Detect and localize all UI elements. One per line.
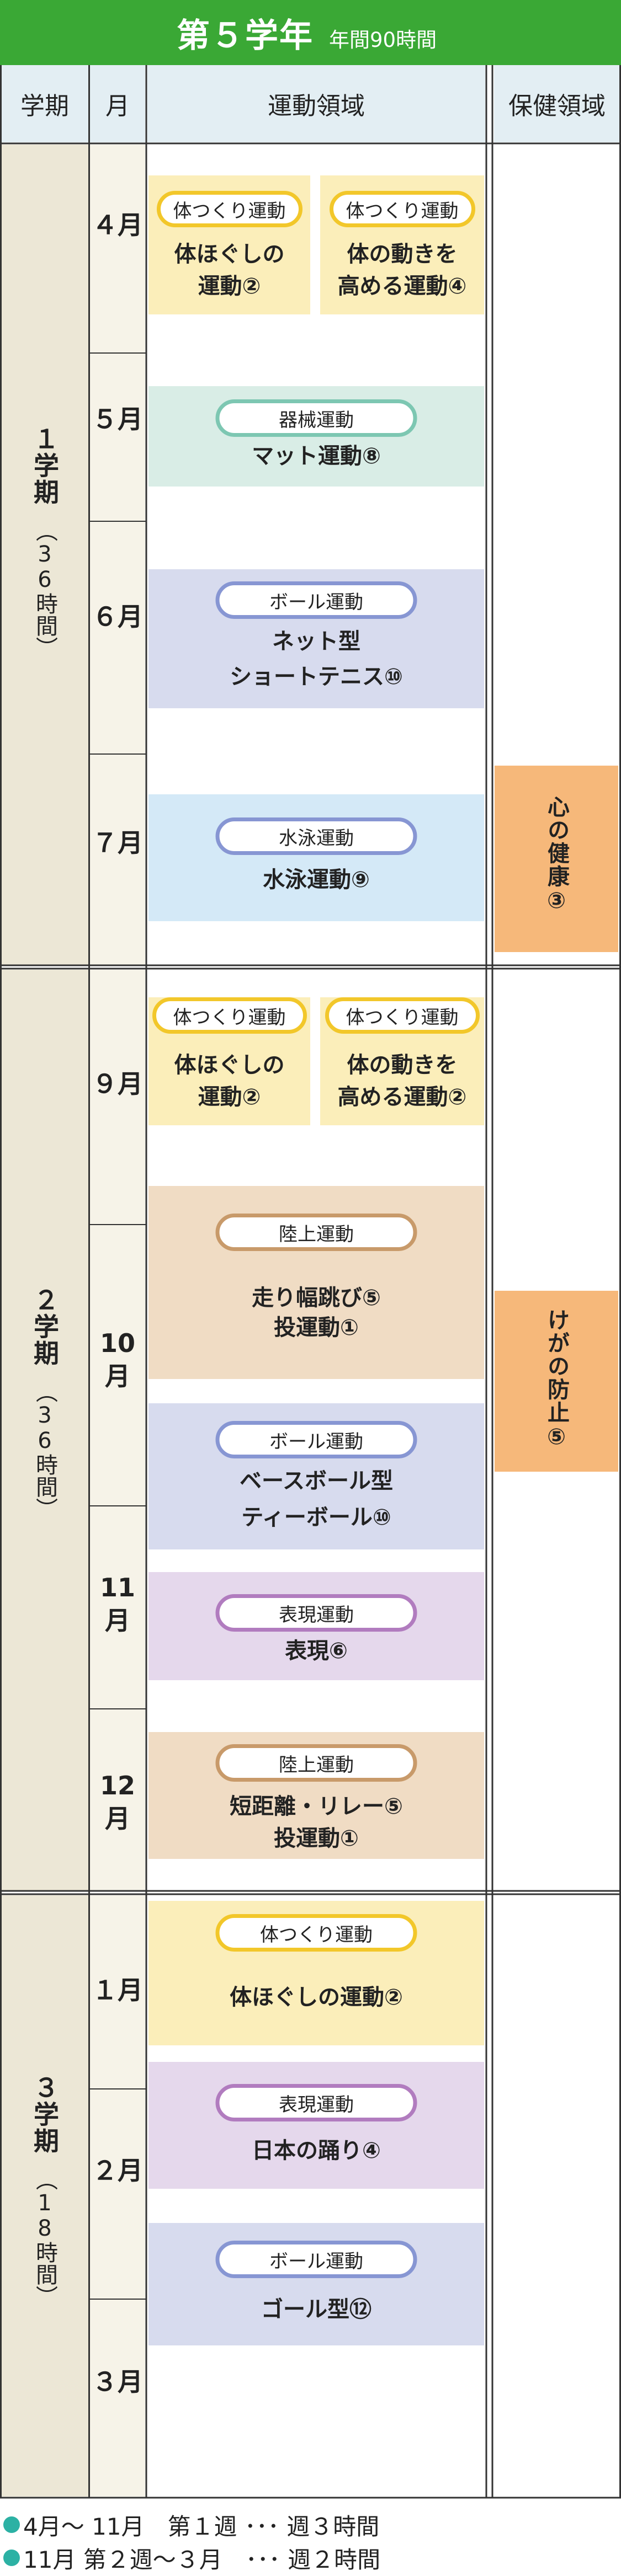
activity-card: 体つくり運動 体ほぐしの 運動② [148, 997, 310, 1125]
activity-card: ボール運動 ネット型 ショートテニス⑩ [148, 569, 484, 708]
activity-line: 体ほぐしの [174, 242, 285, 267]
month-apr: ４月 [92, 210, 143, 240]
month-jun: ６月 [92, 602, 143, 632]
month-feb: ２月 [92, 2156, 143, 2185]
month-oct: 10月 [99, 1328, 135, 1391]
category-pill: 陸上運動 [215, 1214, 417, 1251]
activity-line: 投運動① [274, 1826, 359, 1851]
month-sep: ９月 [92, 1069, 143, 1099]
term-hours: （36時間） [32, 520, 57, 659]
activity-card: 体つくり運動 体の動きを 高める運動② [320, 997, 484, 1125]
legend-bullet [3, 2550, 20, 2566]
category-pill: 体つくり運動 [156, 191, 302, 227]
activity-card: 体つくり運動 体の動きを 高める運動④ [320, 175, 484, 314]
category-pill: 水泳運動 [215, 817, 417, 855]
term-hours: （36時間） [32, 1381, 57, 1520]
activity-card: 表現運動 表現⑥ [148, 1572, 484, 1680]
category-pill: ボール運動 [215, 1421, 417, 1458]
legend-item: 4月〜 11月 第１週 ･･･ 週３時間 [23, 2513, 380, 2540]
term-hours: （18時間） [32, 2168, 57, 2307]
activity-line: 運動② [198, 1084, 261, 1110]
activity-card: ボール運動 ベースボール型 ティーボール⑩ [148, 1403, 484, 1549]
category-pill: 表現運動 [215, 1594, 417, 1632]
month-nov: 11月 [99, 1573, 135, 1636]
category-pill: 体つくり運動 [152, 997, 307, 1034]
term-1-cell: １学期 （36時間） [1, 145, 88, 965]
activity-line: ショートテニス⑩ [230, 664, 403, 690]
activity-card: 体つくり運動 体ほぐしの 運動② [148, 175, 310, 314]
category-pill: ボール運動 [215, 581, 417, 619]
activity-line: ネット型 [272, 629, 360, 654]
activity-card: 陸上運動 短距離・リレー⑤ 投運動① [148, 1732, 484, 1859]
month-column-term-2 [90, 970, 145, 1891]
activity-line: ティーボール⑩ [241, 1505, 391, 1530]
activity-line: ゴール型⑫ [261, 2297, 371, 2322]
term-label: １学期 [30, 426, 60, 505]
activity-line: 体の動きを [347, 242, 458, 267]
activity-card: 水泳運動 水泳運動⑨ [148, 794, 484, 921]
category-pill: ボール運動 [215, 2241, 417, 2278]
health-block: 心の健康③ [495, 766, 618, 952]
term-3-cell: ３学期 （18時間） [1, 1895, 88, 2497]
activity-line: 体の動きを [347, 1052, 458, 1078]
category-pill: 陸上運動 [215, 1744, 417, 1782]
activity-line: 走り幅跳び⑤ [252, 1285, 381, 1311]
header-term: 学期 [1, 65, 88, 142]
term-label: ３学期 [30, 2075, 60, 2154]
term-2-cell: ２学期 （36時間） [1, 970, 88, 1891]
health-topic: けがの防止⑤ [544, 1308, 569, 1451]
activity-line: 運動② [198, 274, 261, 299]
month-labels: ４月 ５月 ６月 ７月 ９月 10月 11月 12月 １月 ２月 ３月 [90, 0, 145, 2537]
category-pill: 表現運動 [215, 2084, 417, 2121]
title-bar: 第５学年 年間90時間 [0, 0, 621, 65]
health-block: けがの防止⑤ [495, 1291, 618, 1472]
activity-line: 短距離・リレー⑤ [230, 1794, 403, 1819]
health-topic: 心の健康③ [544, 795, 569, 915]
page-title: 第５学年 [177, 17, 314, 55]
activity-card: 器械運動 マット運動⑧ [148, 386, 484, 487]
activity-line: 投運動① [274, 1315, 359, 1340]
activity-card: 表現運動 日本の踊り④ [148, 2062, 484, 2189]
activity-card: 体つくり運動 体ほぐしの運動② [148, 1901, 484, 2045]
header-health-area: 保健領域 [494, 65, 620, 142]
activity-line: 体ほぐしの運動② [230, 1985, 403, 2010]
activity-card: 陸上運動 走り幅跳び⑤ 投運動① [148, 1186, 484, 1379]
activity-line: 表現⑥ [285, 1638, 348, 1664]
month-mar: ３月 [92, 2367, 143, 2397]
activity-line: 水泳運動⑨ [263, 867, 370, 892]
activity-line: 日本の踊り④ [252, 2138, 381, 2163]
activity-line: マット運動⑧ [252, 443, 381, 469]
activity-line: 高める運動④ [337, 274, 467, 299]
annual-hours: 年間90時間 [329, 28, 437, 52]
activity-card: ボール運動 ゴール型⑫ [148, 2223, 484, 2345]
term-label: ２学期 [30, 1287, 60, 1366]
category-pill: 器械運動 [215, 399, 417, 437]
month-column-term-3 [90, 1895, 145, 2497]
legend-bullet [3, 2516, 20, 2533]
category-pill: 体つくり運動 [329, 191, 475, 227]
activity-line: ベースボール型 [240, 1468, 393, 1494]
activity-line: 高める運動② [337, 1084, 467, 1110]
category-pill: 体つくり運動 [215, 1914, 417, 1952]
month-column-term-1 [90, 145, 145, 965]
month-dec: 12月 [99, 1771, 135, 1834]
legend-item: 11月 第２週〜３月 ･･･ 週２時間 [23, 2546, 381, 2573]
month-jul: ７月 [92, 828, 143, 858]
category-pill: 体つくり運動 [325, 997, 480, 1034]
activity-line: 体ほぐしの [174, 1052, 285, 1078]
month-may: ５月 [92, 404, 143, 434]
header-exercise-area: 運動領域 [147, 65, 485, 142]
header-month: 月 [90, 65, 145, 142]
month-jan: １月 [92, 1975, 143, 2005]
